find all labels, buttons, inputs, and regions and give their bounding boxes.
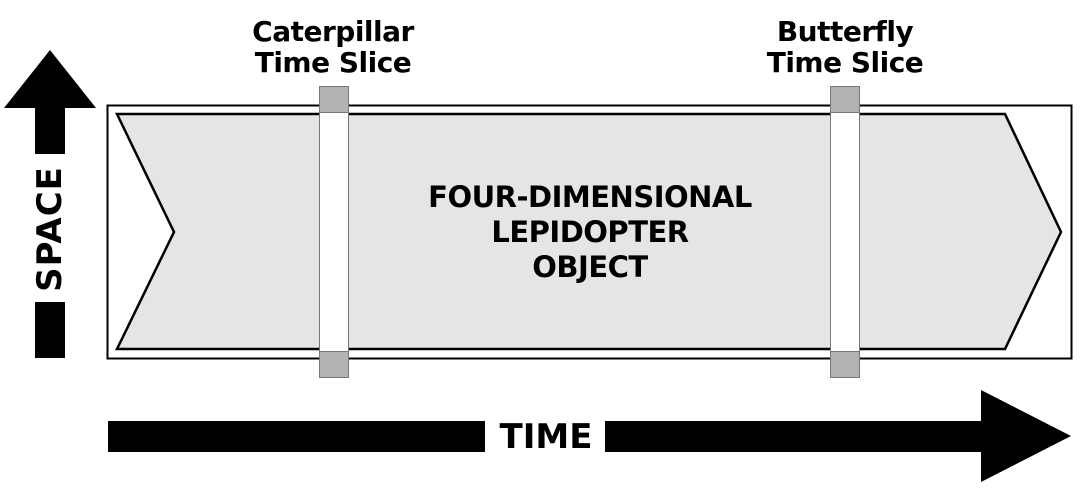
butterfly-slice-label: Butterfly Time Slice — [725, 16, 965, 78]
label-line: Time Slice — [254, 46, 412, 79]
space-axis-label: SPACE — [30, 166, 70, 292]
label-line: FOUR-DIMENSIONAL — [428, 180, 752, 214]
space-arrow-shaft-top — [35, 107, 65, 154]
label-line: Butterfly — [776, 15, 914, 48]
space-arrow-head — [4, 50, 96, 108]
caterpillar-time-slice — [319, 86, 349, 378]
time-arrow-shaft-right — [605, 421, 985, 452]
label-line: Time Slice — [766, 46, 924, 79]
space-arrow-shaft-bottom — [35, 302, 65, 358]
label-line: Caterpillar — [252, 15, 414, 48]
label-line: OBJECT — [532, 250, 648, 284]
caterpillar-slice-label: Caterpillar Time Slice — [213, 16, 453, 78]
time-arrow-shaft-left — [108, 421, 485, 452]
time-arrow-head — [981, 390, 1071, 482]
label-line: LEPIDOPTER — [491, 215, 689, 249]
object-label: FOUR-DIMENSIONAL LEPIDOPTER OBJECT — [390, 180, 790, 285]
four-dimensional-object-shape — [115, 112, 1063, 351]
butterfly-time-slice — [830, 86, 860, 378]
time-axis-label: TIME — [499, 417, 593, 457]
